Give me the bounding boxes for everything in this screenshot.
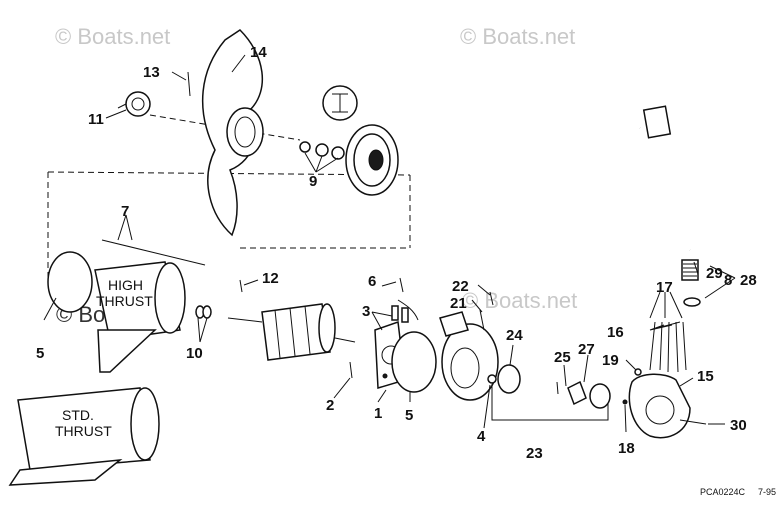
thrust-hub — [345, 124, 399, 196]
screw — [634, 368, 642, 376]
seal — [487, 374, 497, 384]
callout: 24 — [506, 327, 523, 344]
callout: 7 — [121, 203, 129, 220]
callout: 2 — [326, 397, 334, 414]
propeller-nut — [117, 91, 151, 117]
o-ring — [47, 251, 93, 313]
callout: 19 — [602, 352, 619, 369]
callout: 6 — [368, 273, 376, 290]
callout: 30 — [730, 417, 747, 434]
bearing-pair — [195, 305, 212, 319]
std-thrust-label-line1: STD. — [62, 407, 94, 423]
detail-inset — [322, 85, 358, 121]
o-ring — [497, 364, 521, 394]
callout: 13 — [143, 64, 160, 81]
callout: 18 — [618, 440, 635, 457]
reference-date: 7-95 — [758, 487, 776, 497]
callout: 4 — [477, 428, 486, 445]
callout: 15 — [697, 368, 714, 385]
drive-pin — [239, 279, 243, 293]
high-thrust-label-line1: HIGH — [108, 277, 143, 293]
callout: 28 — [740, 272, 757, 289]
washer-set — [299, 141, 345, 160]
leader-lines — [43, 54, 736, 433]
screw — [622, 399, 628, 405]
callout: 5 — [405, 407, 413, 424]
std-thrust-label-line2: THRUST — [55, 423, 112, 439]
callout: 17 — [656, 279, 673, 296]
screw — [349, 361, 353, 379]
callout: 22 — [452, 278, 469, 295]
callout: 27 — [578, 341, 595, 358]
cotter-pin — [187, 71, 191, 97]
switch-assembly — [556, 380, 611, 409]
bracket-line — [491, 384, 609, 421]
std-thrust-shroud: STD. THRUST — [8, 387, 160, 486]
cable-harness — [628, 105, 701, 439]
watermark: © Boats.net — [460, 24, 575, 49]
callout: 1 — [374, 405, 382, 422]
o-ring — [391, 331, 437, 393]
high-thrust-shroud: HIGH THRUST — [94, 261, 186, 373]
callout: 14 — [250, 44, 267, 61]
callout: 3 — [362, 303, 370, 320]
watermark: © Boats.net — [55, 24, 170, 49]
high-thrust-label-line2: THRUST — [96, 293, 153, 309]
callout: 25 — [554, 349, 571, 366]
callout: 16 — [607, 324, 624, 341]
screw — [679, 419, 707, 425]
callout: 5 — [36, 345, 44, 362]
stud-pair — [479, 291, 494, 331]
callout: 9 — [309, 173, 317, 190]
reference-code: PCA0224C — [700, 487, 746, 497]
callout-numbers: 1 2 3 4 5 5 6 7 8 9 10 11 12 13 14 15 16… — [36, 44, 757, 462]
callout: 21 — [450, 295, 467, 312]
callout: 23 — [526, 445, 543, 462]
tie-rod — [101, 239, 206, 266]
motor-housing — [439, 311, 499, 401]
brush-set — [391, 277, 419, 323]
callout: 11 — [88, 111, 104, 128]
callout: 12 — [262, 270, 279, 287]
armature — [227, 303, 356, 361]
callout: 8 — [724, 272, 732, 289]
callout: 29 — [706, 265, 723, 282]
propeller — [201, 29, 264, 237]
callout: 10 — [186, 345, 203, 362]
watermark: © Boats.net — [462, 288, 577, 313]
